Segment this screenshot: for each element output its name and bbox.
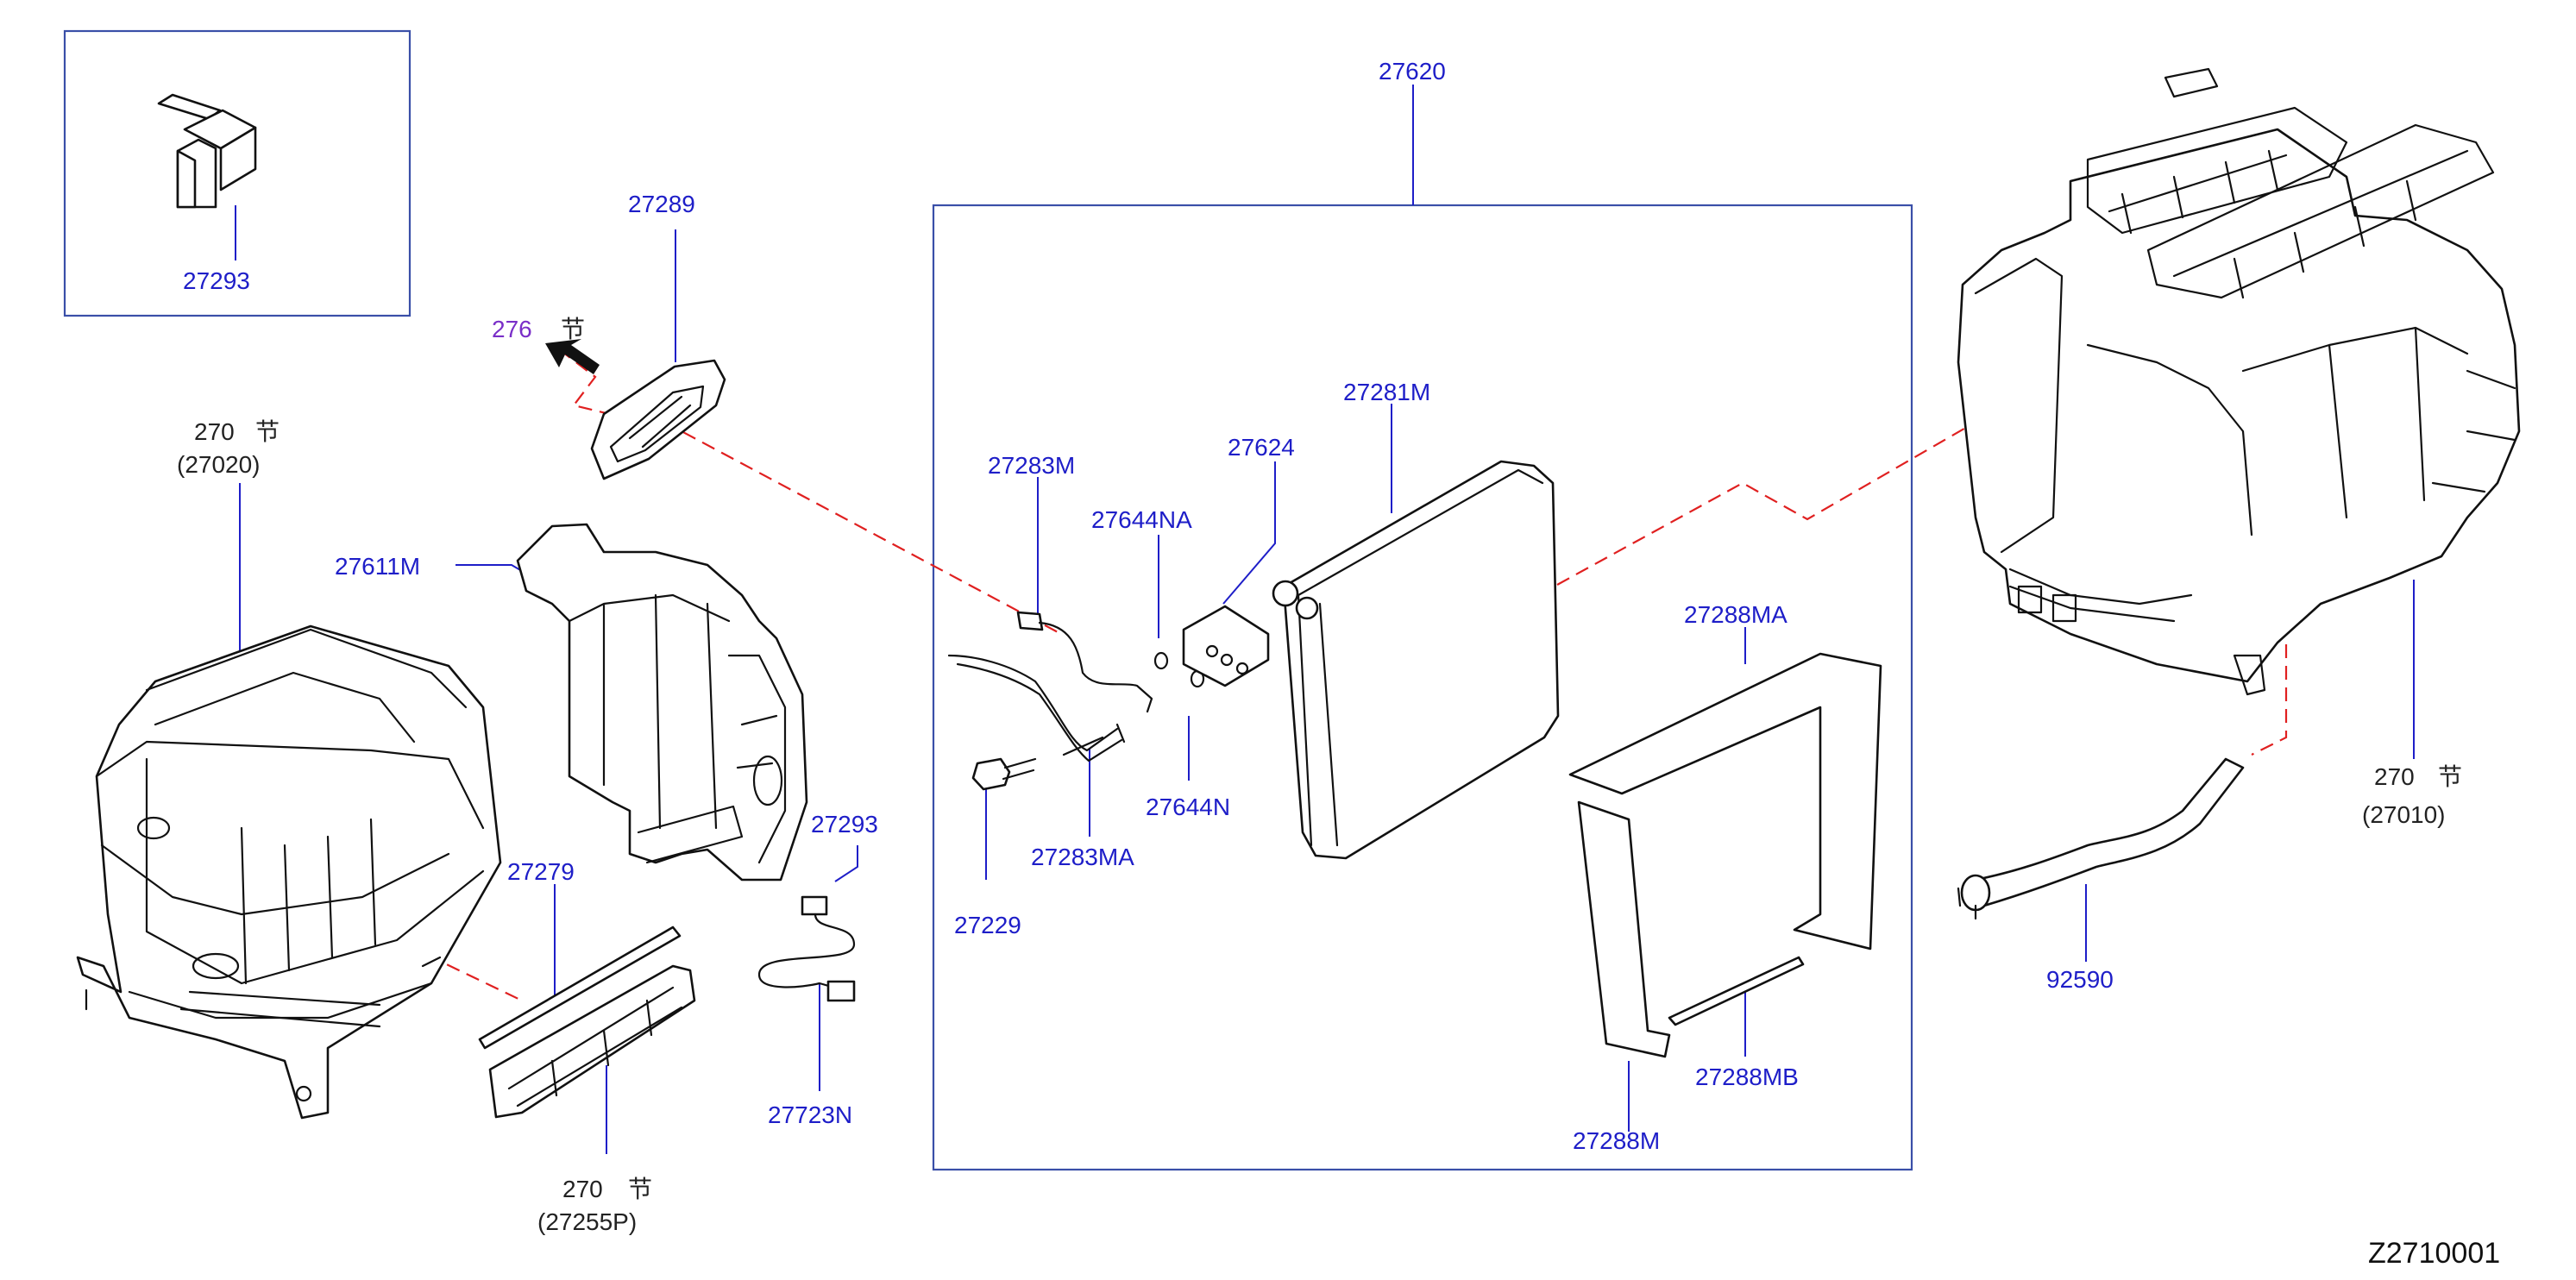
blower-unit-drawing xyxy=(76,624,502,1120)
block-27624-drawing xyxy=(1182,605,1270,687)
evaporator-group-frame xyxy=(932,204,1913,1171)
duct-27611m-drawing xyxy=(516,523,808,882)
label-27293-harness[interactable]: 27293 xyxy=(811,811,878,838)
seal-27288ma-drawing xyxy=(1568,652,1882,951)
label-27624[interactable]: 27624 xyxy=(1228,434,1295,461)
seal-27288m-drawing xyxy=(1577,800,1671,1058)
label-27255p: (27255P) xyxy=(537,1208,637,1235)
expansion-pipes-drawing xyxy=(947,611,1153,762)
leader-lines xyxy=(235,85,2415,1154)
label-27283ma[interactable]: 27283MA xyxy=(1031,844,1134,870)
label-27288mb[interactable]: 27288MB xyxy=(1695,1064,1799,1090)
label-270-right: 270 xyxy=(2374,763,2415,790)
label-92590[interactable]: 92590 xyxy=(2046,966,2114,993)
label-27020: (27020) xyxy=(177,451,261,478)
evaporator-27281m-drawing xyxy=(1272,460,1560,860)
label-27229[interactable]: 27229 xyxy=(954,912,1021,938)
vent-boot-27289-drawing xyxy=(590,359,726,480)
diagram-code: Z2710001 xyxy=(2368,1237,2500,1270)
label-27723n[interactable]: 27723N xyxy=(768,1101,852,1128)
label-27289[interactable]: 27289 xyxy=(628,191,695,217)
harness-27723n-drawing xyxy=(757,895,856,1002)
label-270-right-section: 节 xyxy=(2438,763,2462,790)
bolt-27229-drawing xyxy=(971,757,1037,791)
label-27279[interactable]: 27279 xyxy=(507,858,575,885)
label-ref-276-section: 节 xyxy=(561,316,585,342)
label-ref-276[interactable]: 276 xyxy=(492,316,532,342)
label-27620[interactable]: 27620 xyxy=(1379,58,1446,85)
clip-27293-drawing xyxy=(157,93,257,209)
filter-27279-drawing xyxy=(478,925,696,1119)
label-27281m[interactable]: 27281M xyxy=(1343,379,1430,405)
heater-unit-drawing xyxy=(1957,67,2521,696)
label-270-bottom-section: 节 xyxy=(628,1176,652,1202)
label-270-left-section: 节 xyxy=(255,418,280,445)
label-27288ma[interactable]: 27288MA xyxy=(1684,601,1787,628)
label-270-left: 270 xyxy=(194,418,235,445)
label-270-bottom: 270 xyxy=(562,1176,603,1202)
label-27288m[interactable]: 27288M xyxy=(1573,1127,1660,1154)
inset-frame xyxy=(63,29,412,317)
label-27644na[interactable]: 27644NA xyxy=(1091,506,1192,533)
reference-arrow xyxy=(545,339,600,374)
drain-hose-92590-drawing xyxy=(1957,757,2245,920)
label-27283m[interactable]: 27283M xyxy=(988,452,1075,479)
label-27010: (27010) xyxy=(2362,801,2446,828)
seal-27288mb-drawing xyxy=(1668,956,1805,1026)
label-27611m[interactable]: 27611M xyxy=(335,553,420,580)
label-27293-inset[interactable]: 27293 xyxy=(183,267,250,294)
label-27644n[interactable]: 27644N xyxy=(1146,794,1230,820)
